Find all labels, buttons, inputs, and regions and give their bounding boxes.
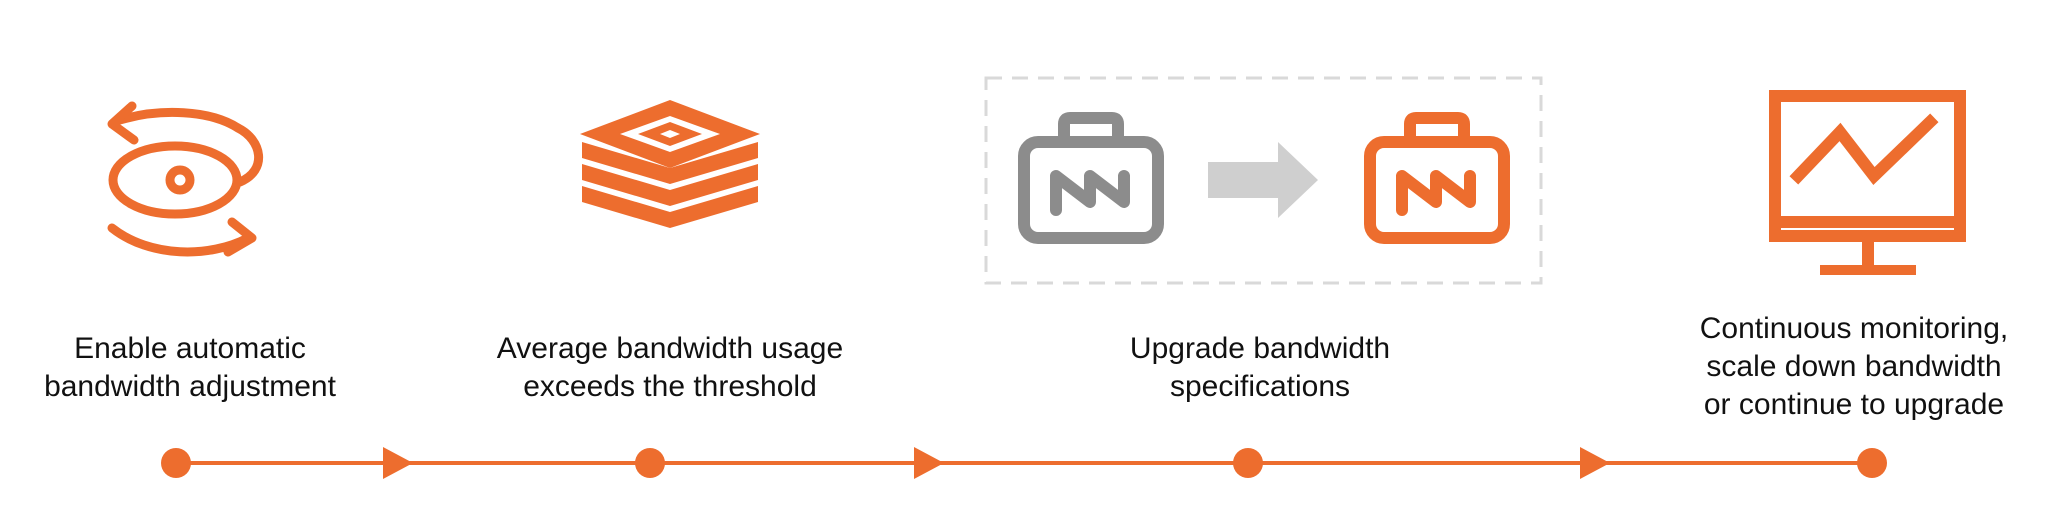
layered-stack-icon [580,100,760,228]
step-3-label: Upgrade bandwidth specifications [1060,330,1460,406]
step-1-label-line-1: Enable automatic [74,332,306,365]
monitor-chart-icon [1769,90,1966,275]
step-3-label-line-1: Upgrade bandwidth [1129,332,1391,365]
step-4-label: Continuous monitoring, scale down bandwi… [1660,310,2048,424]
step-2-label-line-2: exceeds the threshold [523,370,817,403]
timeline-node-2 [635,448,665,478]
upgrade-arrow-icon [1208,142,1318,218]
step-4-label-line-1: Continuous monitoring, [1699,312,2009,345]
timeline-arrow-1 [383,447,413,479]
step-1-label-line-2: bandwidth adjustment [44,370,336,403]
timeline [161,447,1887,479]
step-4-label-line-3: or continue to upgrade [1703,388,2005,421]
step-2-label-line-1: Average bandwidth usage [496,332,844,365]
timeline-arrow-2 [914,447,944,479]
timeline-node-3 [1233,448,1263,478]
step-1-label: Enable automatic bandwidth adjustment [0,330,380,406]
auto-refresh-eye-icon [107,101,263,257]
upgraded-spec-briefcase-icon [1364,112,1510,244]
timeline-node-1 [161,448,191,478]
dashed-frame [984,76,1543,285]
upgrade-briefcase-icon [984,76,1543,285]
step-2-label: Average bandwidth usage exceeds the thre… [470,330,870,406]
timeline-arrow-3 [1580,447,1610,479]
current-spec-briefcase-icon [1018,112,1164,244]
step-4-label-line-2: scale down bandwidth [1706,350,2002,383]
timeline-node-4 [1857,448,1887,478]
step-3-label-line-2: specifications [1169,370,1351,403]
